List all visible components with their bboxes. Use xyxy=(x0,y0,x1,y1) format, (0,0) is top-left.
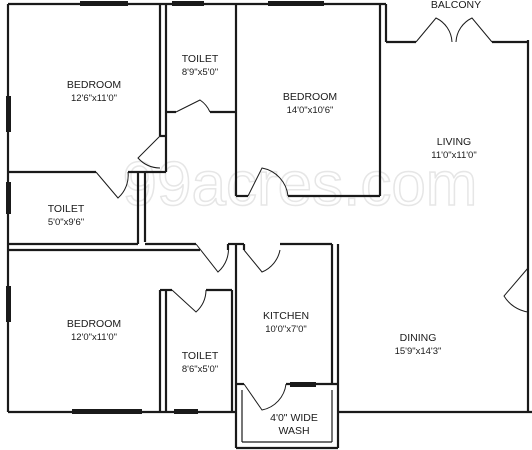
room-name-wash-line1: 4'0" WIDE xyxy=(270,412,318,424)
room-name-bedroom-bottom-left: BEDROOM xyxy=(67,318,121,330)
watermark: 99acres.com xyxy=(123,150,478,219)
room-labels: BALCONY BEDROOM 12'6"x11'0" TOILET 8'9"x… xyxy=(48,0,481,437)
room-size-toilet-top: 8'9"x5'0" xyxy=(182,67,218,78)
room-size-toilet-bottom: 8'6"x5'0" xyxy=(182,364,218,375)
interior-walls xyxy=(8,4,382,450)
room-name-bedroom-top-left: BEDROOM xyxy=(67,79,121,91)
room-name-toilet-left: TOILET xyxy=(48,203,85,215)
room-size-dining: 15'9"x14'3" xyxy=(395,346,442,357)
room-name-bedroom-top-center: BEDROOM xyxy=(283,91,337,103)
room-name-balcony: BALCONY xyxy=(431,0,481,11)
room-name-toilet-top: TOILET xyxy=(182,53,219,65)
room-size-toilet-left: 5'0"x9'6" xyxy=(48,217,84,228)
doors xyxy=(95,17,529,411)
room-size-bedroom-top-center: 14'0"x10'6" xyxy=(287,105,334,116)
room-size-living: 11'0"x11'0" xyxy=(431,150,476,161)
room-size-bedroom-bottom-left: 12'0"x11'0" xyxy=(71,332,117,343)
room-name-living: LIVING xyxy=(437,136,471,148)
room-name-kitchen: KITCHEN xyxy=(263,310,309,322)
room-name-toilet-bottom: TOILET xyxy=(182,350,219,362)
room-name-dining: DINING xyxy=(400,332,437,344)
room-size-kitchen: 10'0"x7'0" xyxy=(265,324,307,335)
windows xyxy=(6,1,324,414)
room-name-wash-line2: WASH xyxy=(278,425,309,437)
room-size-bedroom-top-left: 12'6"x11'0" xyxy=(71,93,117,104)
